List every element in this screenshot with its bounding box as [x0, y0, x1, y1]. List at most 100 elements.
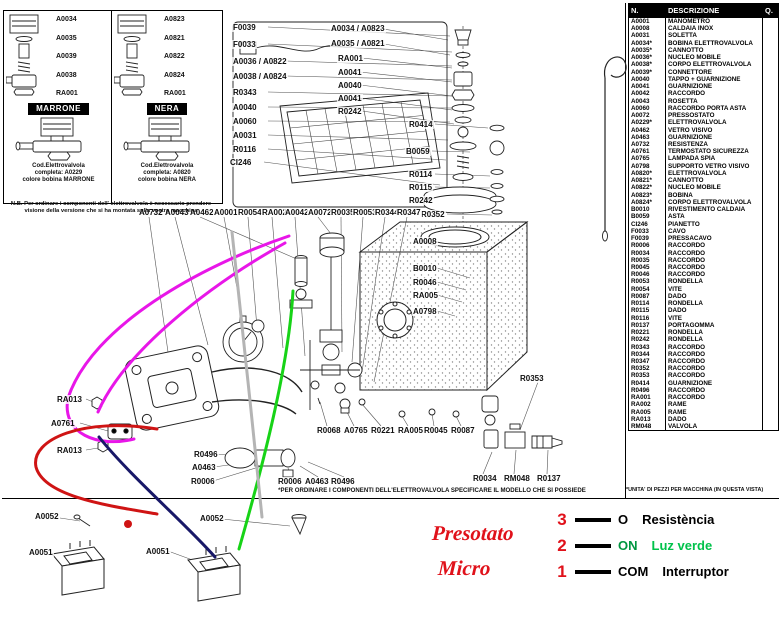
part-label-a0038: A0038: [56, 71, 77, 79]
part-label-a0823: A0823: [164, 16, 185, 23]
parts-table-row: A0039*CONNETTORE: [629, 68, 779, 76]
electrovalve-exploded-drawing: [114, 14, 147, 96]
part-label-ra001: RA001: [56, 90, 78, 97]
parts-table-row: A0229*ELETTROVALVOLA: [629, 119, 779, 127]
parts-table-row: A0823*BOBINA: [629, 191, 779, 199]
parts-table-row: A0034*BOBINA ELETTROVALVOLA: [629, 39, 779, 47]
diagram-footnote: *PER ORDINARE I COMPONENTI DELL'ELETTROV…: [278, 487, 586, 494]
electrovalve-assembled-drawing: [15, 117, 81, 161]
part-label-a0821: A0821: [164, 34, 185, 42]
parts-table-header-row: N. DESCRIZIONE Q.: [628, 3, 779, 18]
wire-navy: [97, 435, 217, 559]
legend-row-1: 1 COM Interruptor: [556, 559, 780, 585]
wire-magenta: [65, 234, 291, 444]
legend-text: Luz verde: [651, 538, 713, 553]
part-label-a0039: A0039: [56, 53, 77, 60]
parts-table-row: A0036*NUCLEO MOBILE: [629, 54, 779, 62]
gauge-and-fittings-drawing: [222, 232, 460, 418]
part-label-a0035: A0035: [56, 34, 77, 42]
wire-red: [34, 424, 159, 516]
inset-note: N.B. Per ordinare i componenti dell' ele…: [3, 201, 219, 215]
caption-line: completa: A0229: [34, 170, 83, 176]
col-header-n: N.: [628, 3, 666, 18]
page-divider-lines: [2, 3, 779, 499]
coil-color-bar-marrone: MARRONE: [28, 103, 89, 115]
parts-table-row: A0824*CORPO ELETTROVALVOLA: [629, 198, 779, 207]
legend-dash: [575, 570, 611, 574]
coil-color-bar-nera: NERA: [146, 103, 188, 115]
parts-table-row: A0822*NUCLEO MOBILE: [629, 184, 779, 192]
wire-green: [237, 289, 295, 551]
wire-magenta-2: [96, 241, 287, 414]
caption-line: colore bobina NERA: [137, 177, 196, 183]
note-line: N.B. Per ordinare i componenti dell' ele…: [10, 201, 212, 207]
legend-number: 2: [557, 536, 567, 555]
wire-gray: [230, 230, 264, 519]
handwritten-micro: Micro: [437, 556, 492, 580]
caption-line: Cod.Elettrovalvola: [32, 163, 85, 169]
rocker-switch-drawing: [51, 540, 241, 602]
note-line: visione della versione che si ha montata…: [24, 208, 198, 214]
legend-text: O: [618, 512, 629, 527]
parts-table-row: A0035*CANNOTTO: [629, 46, 779, 55]
legend-number: 3: [557, 510, 567, 529]
legend-number: 1: [557, 562, 567, 581]
part-label-a0824: A0824: [164, 71, 185, 79]
electrovalve-assembled-drawing: [123, 117, 190, 161]
legend-text: Interruptor: [662, 564, 729, 579]
part-label-a0034: A0034: [56, 16, 77, 23]
caption-line: colore bobina MARRONE: [22, 177, 95, 183]
handwritten-presotato: Presotato: [431, 521, 515, 545]
part-label-ra001: RA001: [164, 90, 186, 97]
electrovalve-exploded-drawing: [6, 14, 39, 96]
caption-line: Cod.Elettrovalvola: [140, 163, 194, 169]
part-label-a0822: A0822: [164, 53, 185, 60]
legend-text: COM: [618, 564, 649, 579]
